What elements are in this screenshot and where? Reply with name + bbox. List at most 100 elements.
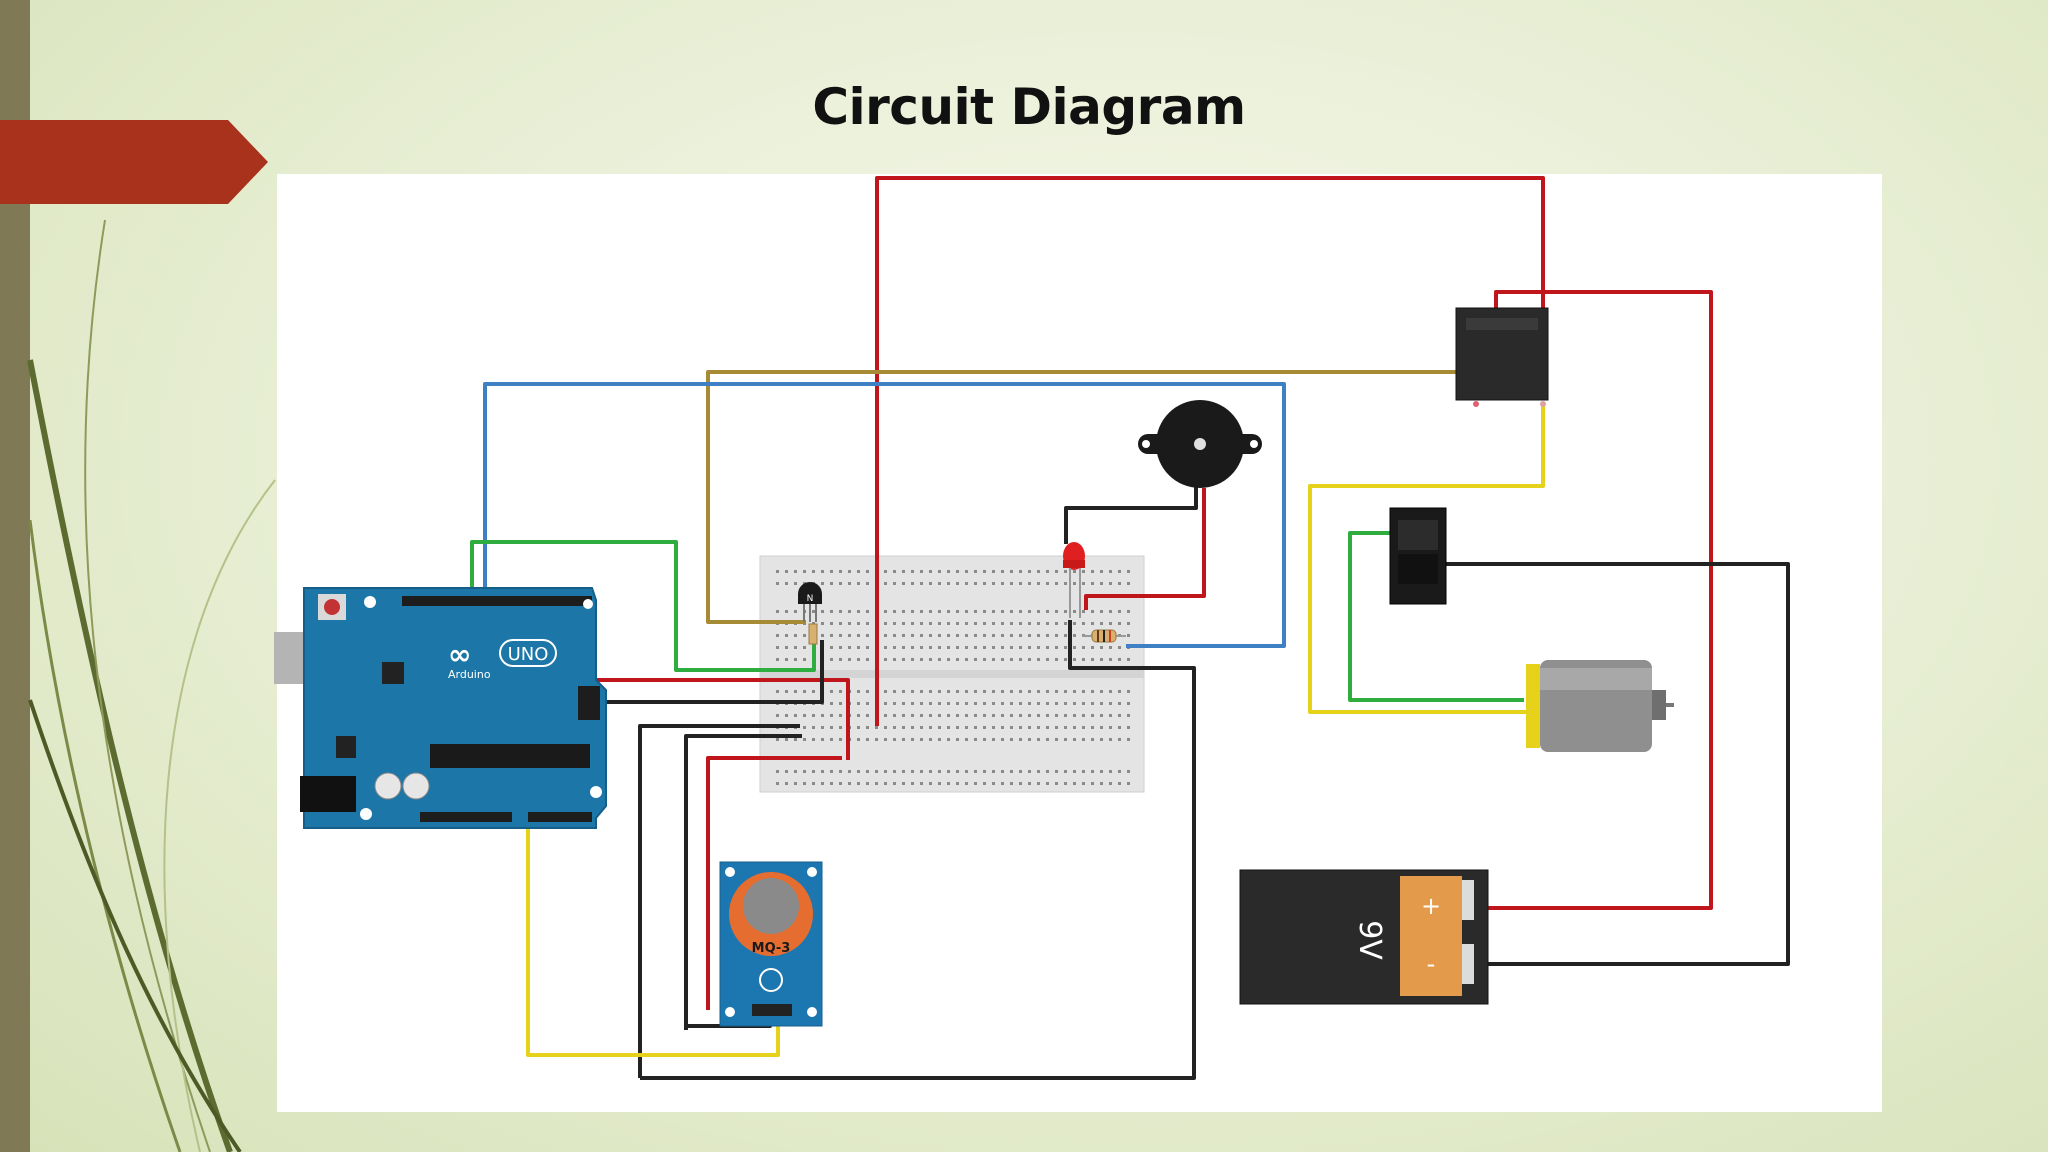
breadboard-hole (794, 782, 797, 785)
breadboard-hole (1118, 782, 1121, 785)
breadboard-hole (911, 646, 914, 649)
relay (1455, 307, 1549, 407)
breadboard-hole (1019, 714, 1022, 717)
breadboard-hole (920, 570, 923, 573)
breadboard-hole (1118, 726, 1121, 729)
breadboard-hole (1100, 690, 1103, 693)
breadboard-hole (956, 570, 959, 573)
breadboard-hole (1046, 770, 1049, 773)
breadboard-hole (1064, 622, 1067, 625)
wire-green (470, 540, 816, 672)
breadboard-hole (785, 658, 788, 661)
breadboard-hole (776, 770, 779, 773)
breadboard-hole (965, 610, 968, 613)
breadboard-hole (1028, 646, 1031, 649)
breadboard-hole (947, 658, 950, 661)
breadboard-hole (803, 658, 806, 661)
breadboard-hole (920, 782, 923, 785)
buzzer (1138, 400, 1262, 488)
breadboard-hole (920, 582, 923, 585)
breadboard-hole (1055, 782, 1058, 785)
breadboard-hole (884, 658, 887, 661)
breadboard-hole (1001, 726, 1004, 729)
breadboard-hole (1082, 622, 1085, 625)
breadboard-hole (803, 634, 806, 637)
breadboard-hole (1055, 658, 1058, 661)
breadboard-hole (830, 738, 833, 741)
breadboard-hole (929, 582, 932, 585)
wire-red-top (875, 176, 1545, 726)
breadboard-hole (1064, 690, 1067, 693)
breadboard-hole (956, 622, 959, 625)
breadboard-hole (839, 658, 842, 661)
breadboard-hole (974, 782, 977, 785)
breadboard-hole (830, 634, 833, 637)
breadboard-hole (1019, 658, 1022, 661)
breadboard-hole (803, 714, 806, 717)
breadboard-hole (884, 570, 887, 573)
breadboard-hole (983, 782, 986, 785)
breadboard-hole (857, 570, 860, 573)
breadboard-hole (1055, 622, 1058, 625)
breadboard-hole (1037, 658, 1040, 661)
breadboard-hole (1109, 738, 1112, 741)
wire-black-buzzer (1064, 480, 1198, 544)
breadboard-hole (839, 738, 842, 741)
breadboard-hole (992, 738, 995, 741)
breadboard-hole (1046, 714, 1049, 717)
breadboard-hole (785, 738, 788, 741)
breadboard-hole (866, 634, 869, 637)
breadboard-hole (785, 570, 788, 573)
breadboard-hole (1127, 622, 1130, 625)
breadboard-hole (884, 738, 887, 741)
breadboard-hole (893, 782, 896, 785)
breadboard-hole (965, 782, 968, 785)
breadboard-hole (848, 582, 851, 585)
breadboard-hole (929, 646, 932, 649)
transistor: N (798, 582, 822, 645)
breadboard-hole (866, 702, 869, 705)
breadboard-hole (920, 714, 923, 717)
decorative-swooshes (27, 219, 276, 1152)
breadboard-hole (1109, 702, 1112, 705)
breadboard-hole (1028, 634, 1031, 637)
breadboard-hole (1019, 622, 1022, 625)
breadboard-hole (884, 714, 887, 717)
breadboard-hole (857, 770, 860, 773)
breadboard-hole (1055, 702, 1058, 705)
breadboard-hole (920, 622, 923, 625)
breadboard-hole (983, 714, 986, 717)
breadboard-hole (956, 646, 959, 649)
breadboard-hole (956, 690, 959, 693)
breadboard-hole (1064, 714, 1067, 717)
breadboard-hole (1109, 570, 1112, 573)
breadboard-hole (920, 690, 923, 693)
breadboard-hole (857, 738, 860, 741)
breadboard-hole (947, 690, 950, 693)
breadboard-hole (1010, 714, 1013, 717)
breadboard-hole (839, 634, 842, 637)
breadboard-hole (956, 634, 959, 637)
breadboard-hole (947, 702, 950, 705)
breadboard-hole (1028, 570, 1031, 573)
breadboard-hole (776, 658, 779, 661)
breadboard-hole (1028, 726, 1031, 729)
breadboard-hole (938, 634, 941, 637)
breadboard-hole (1046, 702, 1049, 705)
breadboard-hole (983, 726, 986, 729)
breadboard-hole (1010, 726, 1013, 729)
breadboard-hole (1082, 738, 1085, 741)
breadboard-hole (920, 702, 923, 705)
breadboard-hole (1019, 646, 1022, 649)
breadboard-hole (1073, 610, 1076, 613)
breadboard-hole (848, 570, 851, 573)
breadboard-hole (794, 634, 797, 637)
breadboard-hole (893, 582, 896, 585)
breadboard-hole (812, 690, 815, 693)
breadboard-hole (947, 714, 950, 717)
breadboard-hole (992, 646, 995, 649)
wire-yellow-motor (1308, 406, 1545, 714)
breadboard-hole (965, 738, 968, 741)
breadboard-hole (1055, 646, 1058, 649)
breadboard-hole (1001, 622, 1004, 625)
